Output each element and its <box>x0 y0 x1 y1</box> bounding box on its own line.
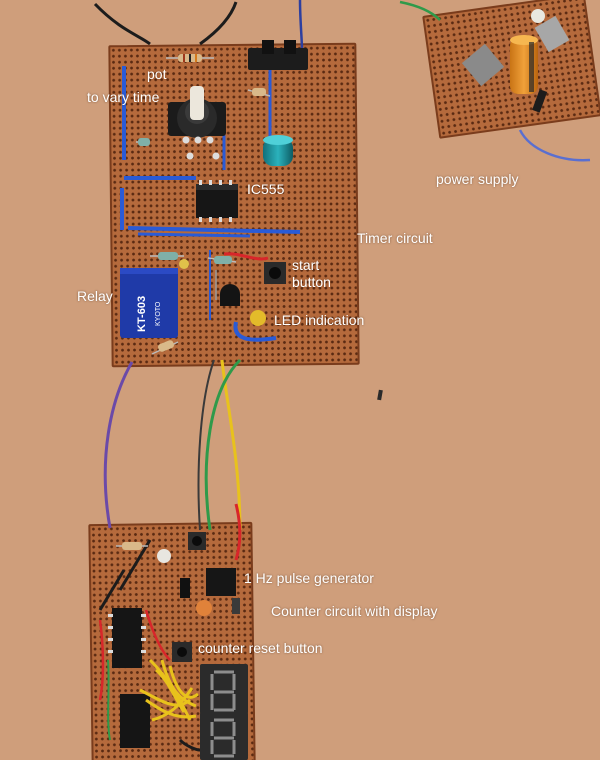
red-wire <box>234 503 242 561</box>
purple-wire <box>103 361 134 529</box>
relay <box>120 268 178 338</box>
blue-jumper <box>137 232 251 238</box>
blue-jumper <box>233 321 277 342</box>
pulse-pushbutton <box>188 532 206 550</box>
diode <box>532 89 548 113</box>
yellow-wire <box>220 359 242 531</box>
label-ic555: IC555 <box>247 181 285 197</box>
green-wire <box>204 358 242 531</box>
counter-ic <box>108 608 146 668</box>
heatsink <box>534 15 570 53</box>
label-vary-time: to vary time <box>87 89 160 105</box>
relay-brand: KYOTO <box>155 301 162 326</box>
ic555-chip <box>196 180 238 222</box>
small-part <box>232 598 240 614</box>
red-wire <box>223 252 269 261</box>
resistor <box>151 340 179 355</box>
clear-led <box>157 549 171 563</box>
resistor <box>136 138 150 146</box>
timer-board-parts <box>120 40 308 355</box>
black-wire-top <box>199 1 238 46</box>
label-relay: Relay <box>77 288 113 304</box>
seven-segment-display <box>200 664 248 714</box>
start-pushbutton <box>264 262 286 284</box>
label-led-indication: LED indication <box>274 312 365 328</box>
teal-capacitor <box>263 135 293 166</box>
resistor <box>207 256 237 264</box>
blue-jumper <box>127 226 301 234</box>
table-speck <box>377 389 383 401</box>
resistor <box>150 252 184 260</box>
transistor <box>220 284 240 306</box>
counter-ic <box>120 694 150 748</box>
psu-blue-wire <box>518 129 591 162</box>
small-capacitor <box>179 259 189 269</box>
resistor <box>116 542 148 550</box>
orange-capacitor <box>510 35 538 94</box>
power-supply-parts <box>461 9 570 113</box>
label-start-button: start button <box>292 257 331 290</box>
label-pulse-generator: 1 Hz pulse generator <box>244 570 374 586</box>
label-counter-circuit: Counter circuit with display <box>271 603 438 619</box>
seven-segment-display <box>200 712 248 760</box>
label-power-supply: power supply <box>436 171 519 187</box>
small-part <box>180 578 190 598</box>
potentiometer <box>168 86 226 160</box>
psu-led <box>531 9 545 23</box>
blue-wire-top <box>298 0 304 51</box>
ir-sensor <box>248 40 308 70</box>
yellow-led <box>250 310 266 326</box>
black-wire-top-left <box>93 2 151 46</box>
orange-capacitor <box>196 600 212 616</box>
label-counter-reset: counter reset button <box>198 640 323 656</box>
yellow-wire-bundle <box>139 658 199 722</box>
resistor <box>166 54 214 62</box>
label-timer-circuit: Timer circuit <box>357 230 433 246</box>
resistor <box>247 88 271 97</box>
reset-pushbutton <box>172 642 192 662</box>
label-pot: pot <box>147 66 167 82</box>
relay-marking: KT-603 <box>136 296 148 332</box>
voltage-regulator <box>461 43 505 87</box>
pulse-chip <box>206 568 236 596</box>
dark-wire <box>197 359 215 531</box>
counter-board-parts <box>98 503 248 760</box>
green-wire-top-right <box>399 0 441 21</box>
